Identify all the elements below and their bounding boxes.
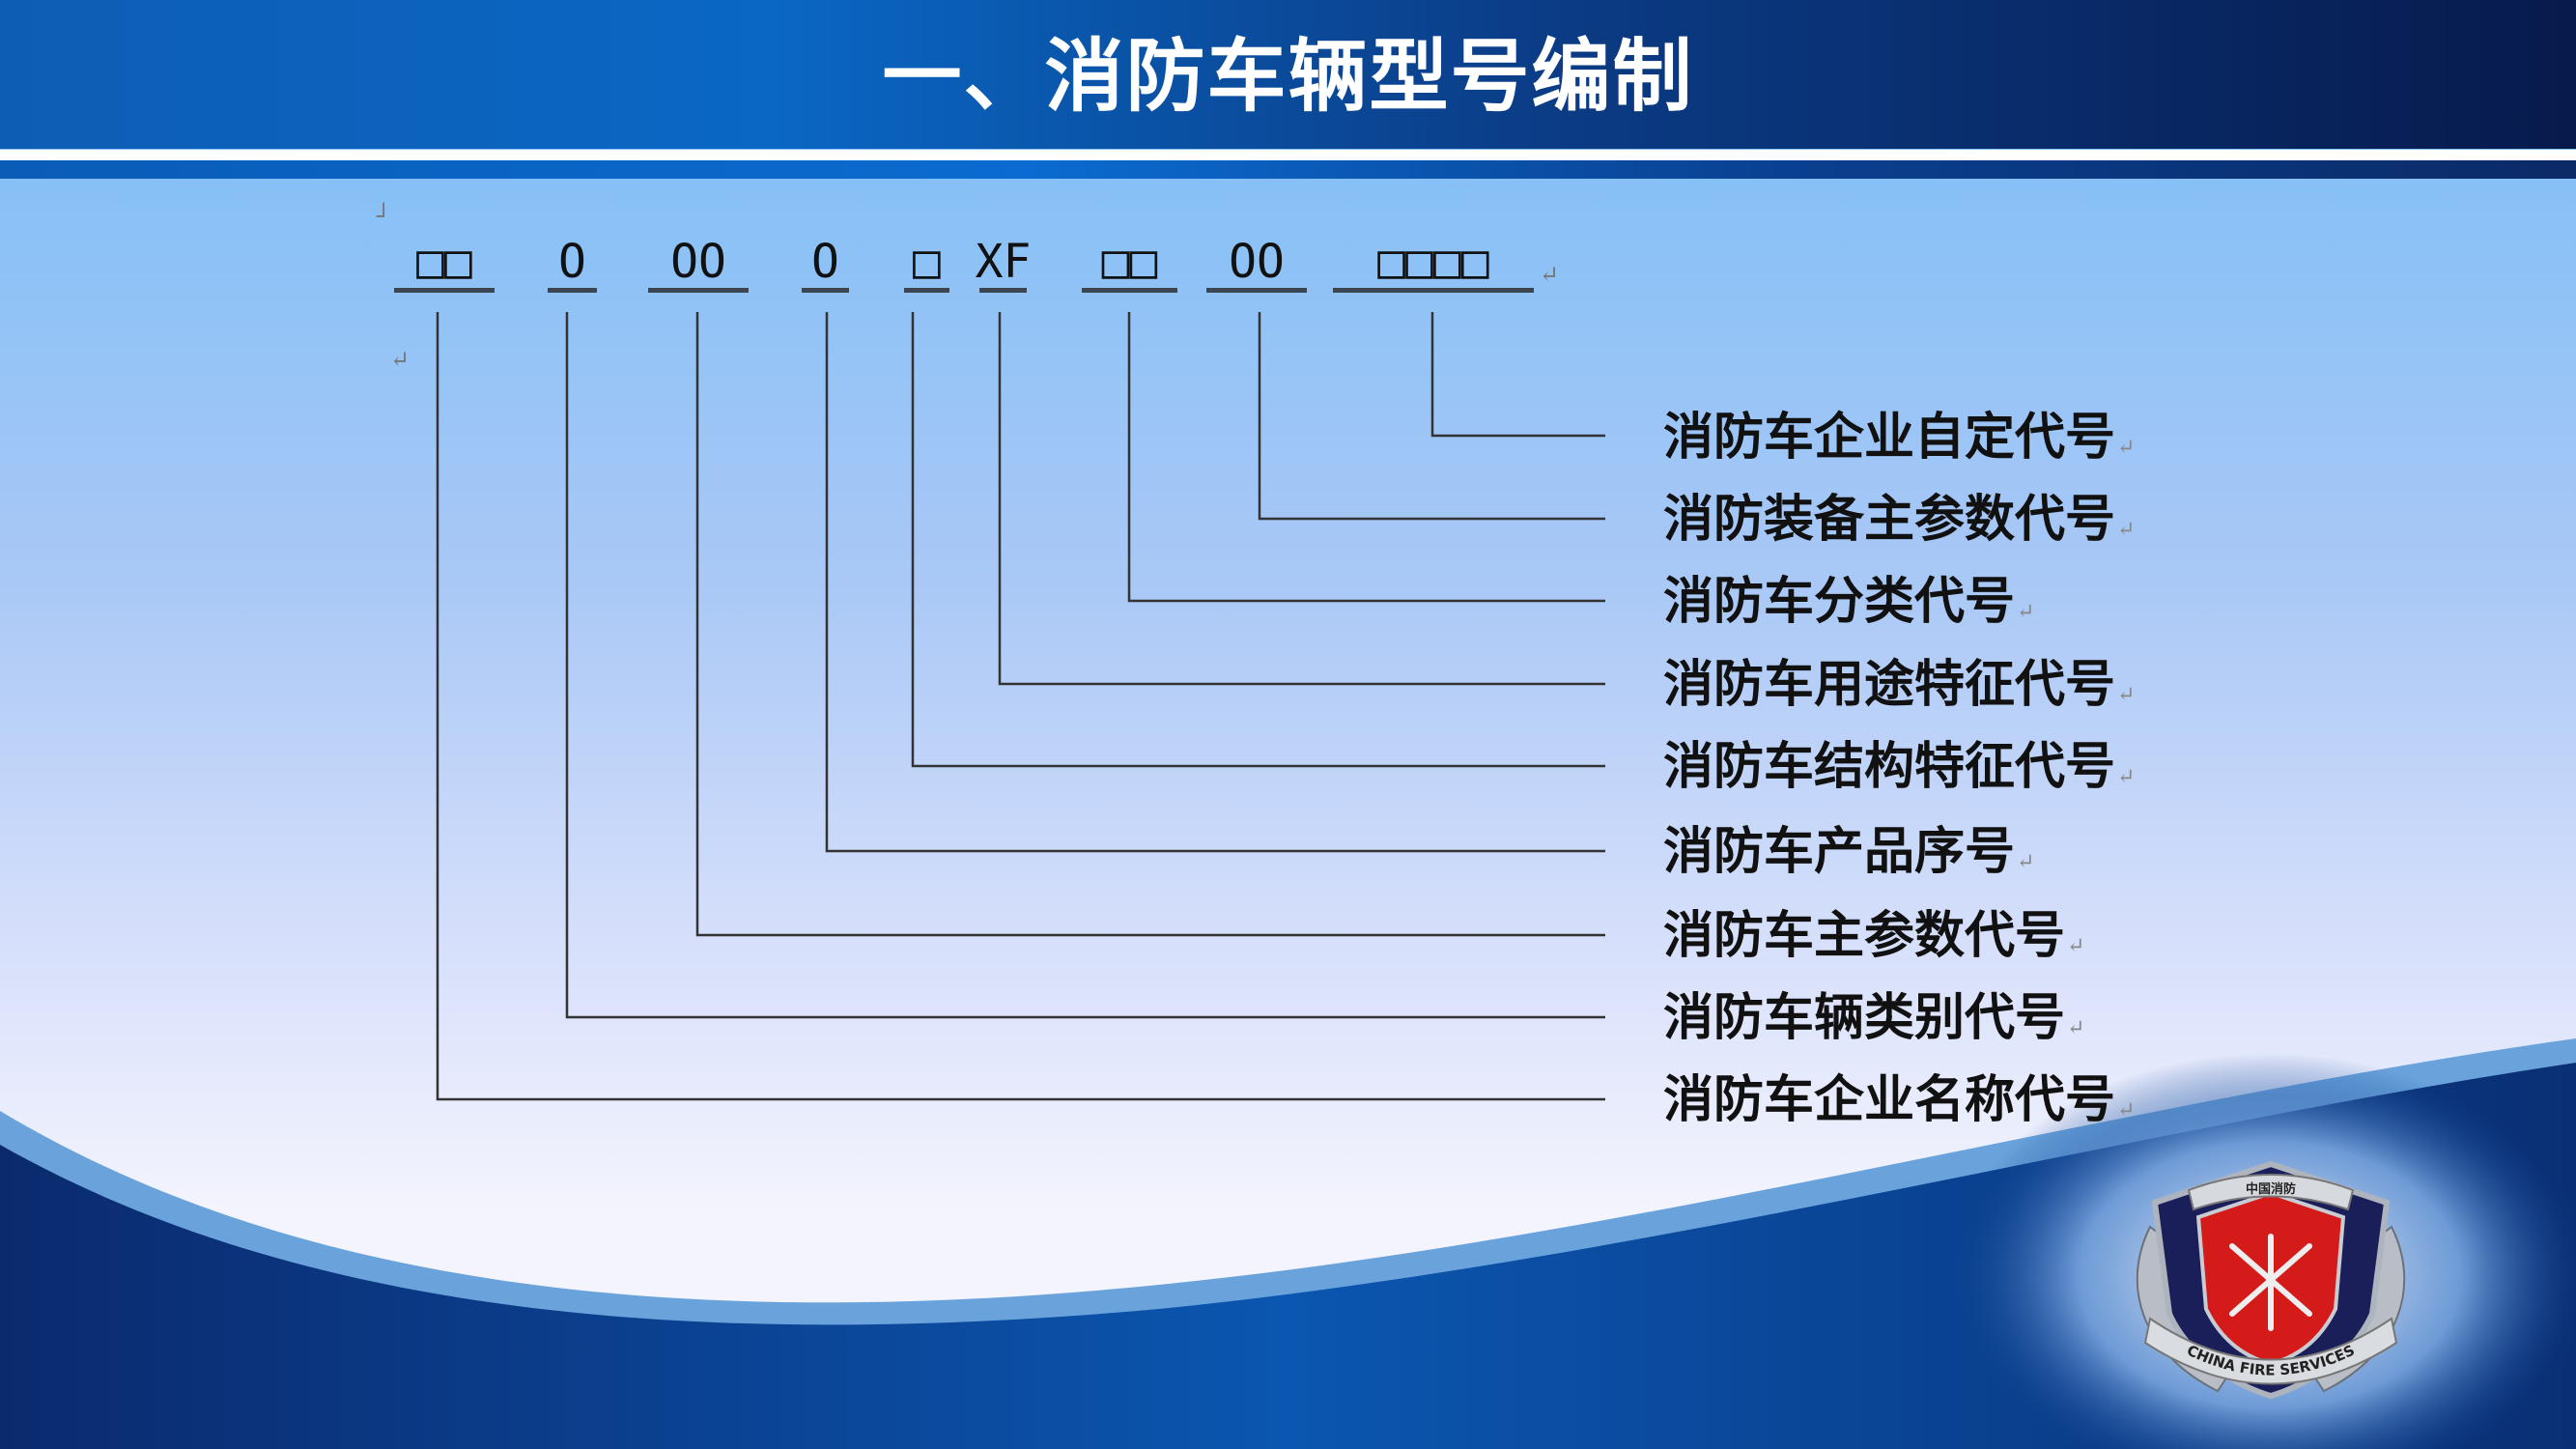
connector-line bbox=[436, 312, 1605, 1101]
connector-line bbox=[565, 312, 1605, 1019]
return-mark: ↵ bbox=[2117, 518, 2136, 542]
label-classification-code: 消防车分类代号↵ bbox=[1663, 568, 2034, 636]
label-text: 消防车用途特征代号 bbox=[1663, 655, 2116, 714]
label-text: 消防装备主参数代号 bbox=[1663, 490, 2116, 549]
label-text: 消防车产品序号 bbox=[1663, 822, 2016, 881]
connector-line bbox=[825, 312, 1605, 853]
code-group-category: O bbox=[548, 236, 597, 293]
label-text: 消防车分类代号 bbox=[1663, 572, 2016, 631]
code-group-main-param: OO bbox=[648, 236, 749, 293]
connector-line bbox=[1258, 312, 1605, 521]
return-mark: ↵ bbox=[2117, 1098, 2136, 1122]
header-divider-white bbox=[0, 150, 2576, 160]
return-mark: ↵ bbox=[2117, 436, 2136, 460]
return-mark: ↵ bbox=[390, 346, 410, 373]
connector-line bbox=[998, 312, 1605, 686]
label-text: 消防车辆类别代号 bbox=[1663, 988, 2066, 1047]
label-equipment-main-param-code: 消防装备主参数代号↵ bbox=[1663, 486, 2135, 554]
return-mark: ↵ bbox=[2117, 683, 2136, 707]
label-text: 消防车主参数代号 bbox=[1663, 906, 2066, 965]
label-structure-feature-code: 消防车结构特征代号↵ bbox=[1663, 733, 2135, 801]
code-group-equipment-param: OO bbox=[1206, 236, 1307, 293]
header-divider-blue bbox=[0, 160, 2576, 179]
return-mark: ↵ bbox=[2067, 934, 2085, 958]
label-vehicle-category-code: 消防车辆类别代号↵ bbox=[1663, 984, 2084, 1052]
connector-line bbox=[1127, 312, 1605, 603]
code-group-custom: □□□□ bbox=[1333, 236, 1534, 293]
return-mark: ↵ bbox=[2017, 850, 2035, 874]
label-enterprise-name-code: 消防车企业名称代号↵ bbox=[1663, 1066, 2135, 1134]
fire-services-badge-logo: 中国消防 CHINA FIRE SERVICES bbox=[2136, 1160, 2406, 1400]
header-bar bbox=[0, 0, 2576, 149]
connector-line bbox=[1430, 312, 1605, 438]
connector-line bbox=[695, 312, 1605, 937]
code-group-classification: □□ bbox=[1082, 236, 1177, 293]
label-use-feature-code: 消防车用途特征代号↵ bbox=[1663, 651, 2135, 719]
code-group-structure: □ bbox=[904, 236, 949, 293]
return-mark: ↵ bbox=[2067, 1016, 2085, 1040]
corner-mark: ┘ bbox=[377, 203, 391, 230]
label-main-param-code: 消防车主参数代号↵ bbox=[1663, 902, 2084, 970]
label-text: 消防车企业名称代号 bbox=[1663, 1070, 2116, 1129]
slide-title: 一、消防车辆型号编制 bbox=[882, 31, 1694, 123]
return-mark: ↵ bbox=[1540, 261, 1560, 288]
label-enterprise-custom-code: 消防车企业自定代号↵ bbox=[1663, 404, 2135, 471]
code-group-serial: O bbox=[802, 236, 849, 293]
return-mark: ↵ bbox=[2117, 765, 2136, 789]
code-group-enterprise: □□ bbox=[394, 236, 495, 293]
label-text: 消防车结构特征代号 bbox=[1663, 737, 2116, 796]
label-product-serial: 消防车产品序号↵ bbox=[1663, 818, 2034, 886]
return-mark: ↵ bbox=[2017, 600, 2035, 624]
code-group-xf: XF bbox=[976, 236, 1031, 293]
connector-line bbox=[911, 312, 1605, 768]
label-text: 消防车企业自定代号 bbox=[1663, 408, 2116, 467]
logo-top-text: 中国消防 bbox=[2246, 1181, 2296, 1197]
